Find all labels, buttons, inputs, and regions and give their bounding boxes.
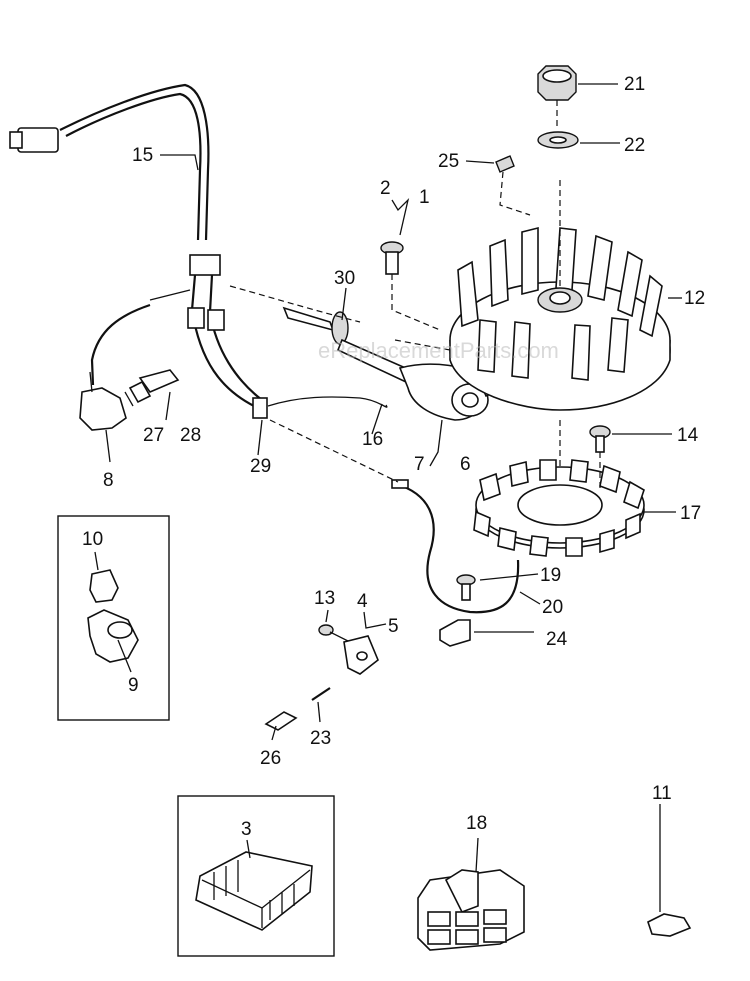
callout-27: 27	[143, 425, 164, 446]
cap-part-10	[89, 569, 119, 603]
regulator	[195, 851, 313, 931]
callout-17: 17	[680, 503, 701, 524]
callout-11: 11	[652, 783, 672, 804]
callout-25: 25	[438, 151, 459, 172]
spark-plug	[124, 369, 180, 407]
flywheel-key	[495, 155, 531, 216]
callout-3: 3	[241, 819, 252, 840]
wire-harness	[9, 83, 388, 419]
callout-19: 19	[540, 565, 561, 586]
callout-26: 26	[260, 748, 281, 769]
sensor-bracket	[318, 624, 379, 675]
tube	[264, 711, 298, 731]
pin	[311, 687, 331, 701]
stator-screw	[589, 425, 611, 490]
callout-9: 9	[128, 675, 139, 696]
flywheel-washer	[537, 131, 579, 149]
callout-10: 10	[82, 529, 103, 550]
callout-4: 4	[357, 591, 368, 612]
callout-2: 2	[380, 178, 391, 199]
callout-1: 1	[419, 187, 430, 208]
callout-6: 6	[460, 454, 471, 475]
cap-part-9	[87, 609, 139, 663]
callout-29: 29	[250, 456, 271, 477]
spark-plug-cap	[79, 289, 191, 431]
flywheel	[449, 180, 671, 411]
callout-7: 7	[414, 454, 425, 475]
callout-20: 20	[542, 597, 563, 618]
callout-13: 13	[314, 588, 335, 609]
callout-8: 8	[103, 470, 114, 491]
flywheel-nut	[537, 65, 577, 101]
inset-box-cap-parts	[57, 515, 170, 721]
leader-lines	[94, 83, 682, 873]
callout-22: 22	[624, 135, 645, 156]
callout-28: 28	[180, 425, 201, 446]
callout-24: 24	[546, 629, 568, 650]
callout-14: 14	[677, 425, 699, 446]
charge-wire	[391, 479, 520, 647]
callout-12: 12	[684, 288, 705, 309]
inset-box-regulator	[177, 795, 335, 957]
coil-bolt	[380, 241, 441, 331]
callout-21: 21	[624, 74, 645, 95]
callout-labels: 1 2 3 4 5 6 7 8 9 10 11 12 13 14 15 16 1…	[82, 74, 705, 840]
callout-16: 16	[362, 429, 383, 450]
callout-5: 5	[388, 616, 399, 637]
connector	[417, 869, 525, 951]
flywheel-fins	[457, 226, 663, 381]
stator	[473, 420, 645, 557]
callout-18: 18	[466, 813, 487, 834]
watermark-text: eReplacementParts.com	[318, 338, 559, 363]
callout-15: 15	[132, 145, 153, 166]
terminal	[647, 850, 692, 937]
callout-30: 30	[334, 268, 355, 289]
callout-23: 23	[310, 728, 331, 749]
